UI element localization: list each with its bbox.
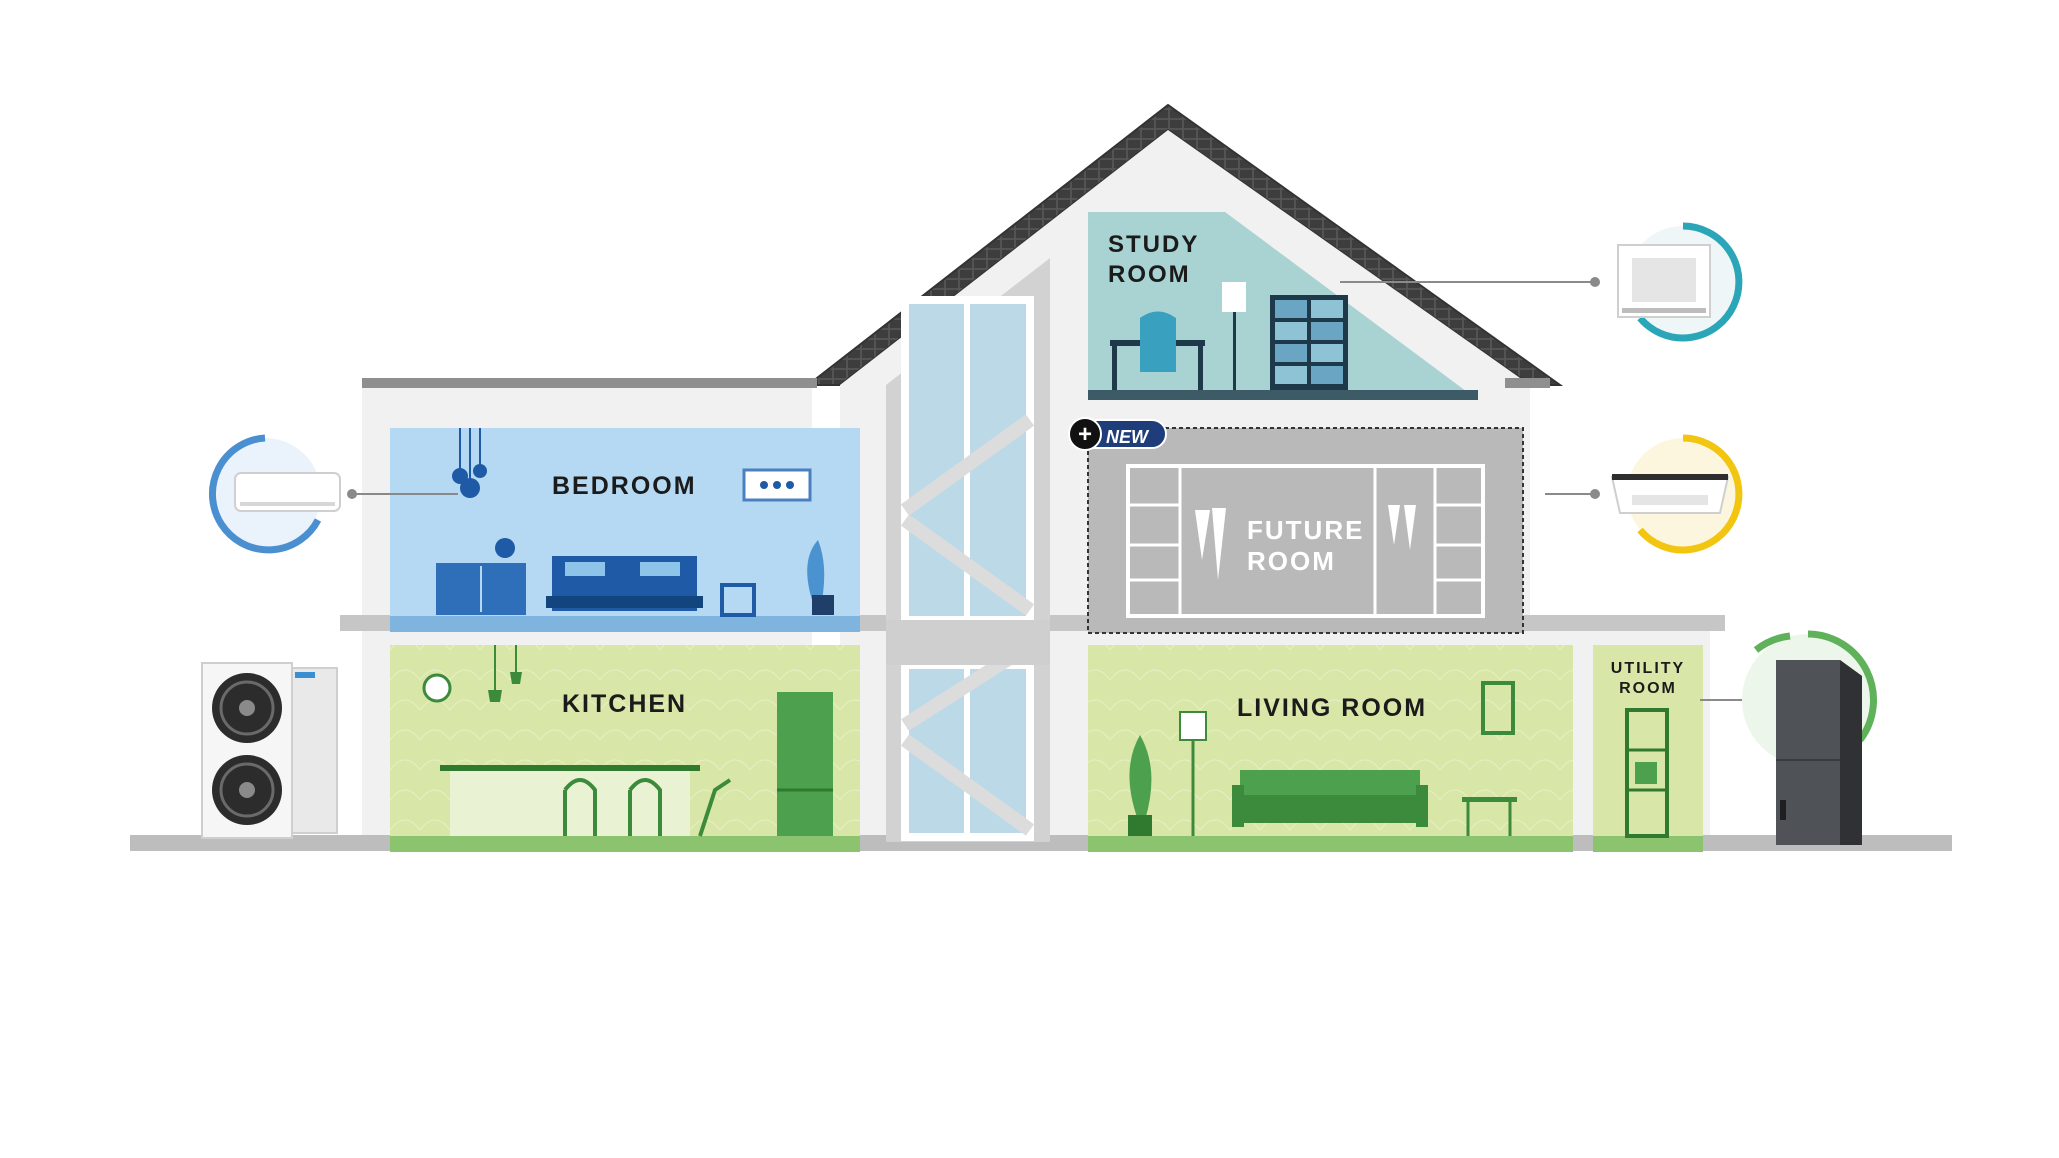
bookshelf-icon <box>1270 295 1348 390</box>
four-way-cassette-unit-icon <box>1617 222 1743 342</box>
air-handler-unit-icon <box>1742 630 1877 845</box>
future-room: FUTURE ROOM + NEW <box>1068 417 1524 634</box>
future-room-label-2: ROOM <box>1247 546 1336 576</box>
one-way-cassette-unit-icon <box>1610 434 1743 554</box>
bed-icon <box>546 556 703 611</box>
roof-eave-right <box>1505 378 1550 388</box>
roof-eave-left <box>362 378 817 388</box>
utility-room-label-2: ROOM <box>1619 680 1677 697</box>
badge-label: NEW <box>1106 427 1150 447</box>
connector-lines <box>347 277 1753 705</box>
sofa-icon <box>1232 770 1428 827</box>
thermostat-icon <box>742 468 812 502</box>
plus-icon <box>1068 417 1102 451</box>
study-room-label-1: STUDY <box>1108 231 1199 258</box>
stairwell <box>886 258 1050 842</box>
floor-lamp-icon <box>1179 711 1207 741</box>
chair-icon <box>1140 311 1176 372</box>
stool-icon <box>563 778 597 836</box>
kitchen-label: KITCHEN <box>562 690 687 718</box>
shelf-icon <box>1625 708 1669 838</box>
pendant-lamp-icon-kitchen <box>488 690 502 702</box>
plant-icon-living <box>1129 735 1152 820</box>
new-badge: + NEW <box>1068 417 1167 451</box>
thermostat-icon-living <box>1481 681 1515 735</box>
counter-icon <box>440 765 700 771</box>
plant-icon <box>807 540 825 600</box>
flowers-icon <box>495 538 515 558</box>
coffee-table-icon <box>1462 797 1517 802</box>
clothes-icon-2 <box>1388 505 1416 550</box>
fridge-icon <box>777 692 833 836</box>
bedroom: BEDROOM <box>390 428 860 632</box>
badge-plus: + <box>1078 421 1092 448</box>
lamp-icon <box>1222 282 1246 312</box>
outdoor-condenser-unit-icon <box>201 662 338 839</box>
clothes-icon <box>1195 508 1226 580</box>
chair-icon-kitchen <box>698 778 732 837</box>
kitchen: KITCHEN <box>390 645 860 852</box>
study-room: STUDY ROOM <box>1088 212 1478 400</box>
bedroom-label: BEDROOM <box>552 472 697 500</box>
wall-mounted-unit-icon <box>208 434 341 554</box>
future-room-label-1: FUTURE <box>1247 515 1364 545</box>
utility-room: UTILITY ROOM <box>1593 645 1703 852</box>
clock-icon <box>422 673 452 703</box>
living-room-label: LIVING ROOM <box>1237 694 1427 722</box>
side-table-icon <box>720 583 756 617</box>
utility-room-label-1: UTILITY <box>1611 660 1685 677</box>
living-room: LIVING ROOM <box>1088 645 1573 852</box>
study-room-label-2: ROOM <box>1108 261 1191 288</box>
pendant-lamp-icon <box>452 428 487 498</box>
